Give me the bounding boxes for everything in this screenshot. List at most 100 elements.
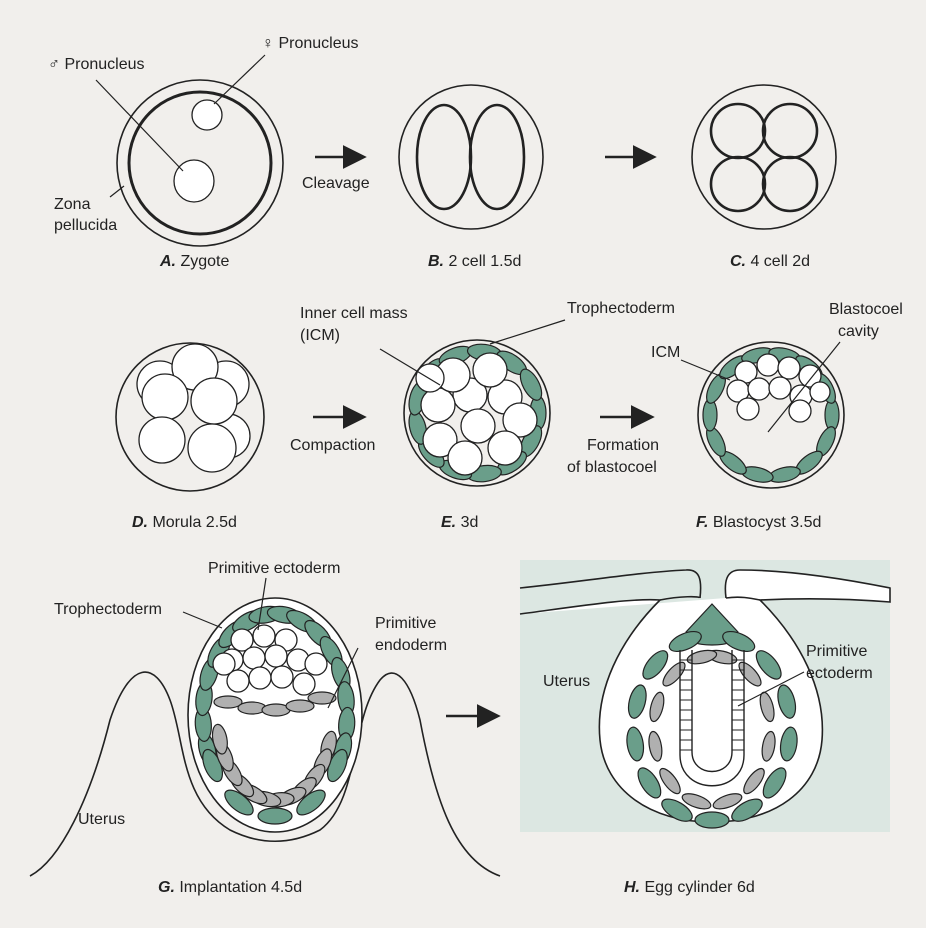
zona-label-2: pellucida bbox=[54, 217, 117, 234]
cell bbox=[264, 644, 288, 668]
panel-b-2-cell: B. 2 cell 1.5d bbox=[398, 84, 544, 270]
blastomere-c-3 bbox=[709, 155, 767, 213]
cell bbox=[762, 767, 787, 799]
uterine-wall-g bbox=[29, 671, 501, 877]
icm-label-e-2: (ICM) bbox=[300, 327, 340, 344]
blastomere-c-4 bbox=[761, 155, 819, 213]
cell bbox=[777, 684, 797, 719]
icm-label-f: ICM bbox=[651, 344, 680, 361]
cell bbox=[661, 798, 693, 822]
zona-b bbox=[398, 84, 544, 230]
cell bbox=[213, 695, 243, 709]
prim-endo-label-g-1: Primitive bbox=[375, 615, 436, 632]
panel-h-caption: H. Egg cylinder 6d bbox=[624, 879, 755, 896]
cell bbox=[779, 726, 798, 762]
panel-d-morula: D. Morula 2.5d bbox=[115, 342, 265, 531]
cell bbox=[722, 630, 756, 653]
zona-e bbox=[403, 339, 551, 487]
cell bbox=[211, 723, 228, 755]
cell bbox=[743, 767, 765, 795]
prim-ecto-label-g: Primitive ectoderm bbox=[208, 560, 340, 577]
prim-ecto-leader-h bbox=[737, 671, 805, 707]
blastocoel-label-1: Blastocoel bbox=[829, 301, 903, 318]
panel-a-zygote: ♂ Pronucleus ♀ Pronucleus Zona pellucida… bbox=[48, 35, 359, 270]
panel-e-3d: Inner cell mass (ICM) Trophectoderm E. 3… bbox=[300, 300, 675, 531]
panel-h-egg-cylinder: Uterus Primitive ectoderm H. Egg cylinde… bbox=[519, 560, 891, 896]
cell bbox=[257, 807, 293, 825]
cell bbox=[292, 672, 316, 696]
cell bbox=[230, 628, 254, 652]
icm-cells-g bbox=[212, 624, 337, 717]
cell bbox=[270, 665, 294, 689]
panel-f-blastocyst: ICM Blastocoel cavity F. Blastocyst 3.5d bbox=[651, 301, 903, 531]
prim-endo-label-g-2: endoderm bbox=[375, 637, 447, 654]
panel-c-caption: C. 4 cell 2d bbox=[730, 253, 810, 270]
panel-g-implantation: Primitive ectoderm Primitive endoderm Tr… bbox=[29, 560, 501, 896]
cell bbox=[731, 798, 763, 822]
egg-cylinder-layers bbox=[626, 630, 798, 829]
cell bbox=[307, 691, 337, 705]
cell bbox=[659, 767, 681, 795]
icm-leader-e bbox=[379, 348, 441, 386]
panel-g-caption: G. Implantation 4.5d bbox=[158, 879, 302, 896]
cleavage-transition: Cleavage bbox=[302, 145, 370, 192]
cell bbox=[627, 684, 647, 719]
prim-ecto-leader-g bbox=[257, 577, 267, 631]
zona-c bbox=[691, 84, 837, 230]
prim-endo-leader-g bbox=[327, 647, 359, 709]
compaction-label: Compaction bbox=[290, 437, 375, 454]
zona-leader bbox=[109, 185, 125, 198]
female-pronucleus-leader bbox=[213, 54, 266, 105]
male-pronucleus-label: ♂ Pronucleus bbox=[48, 56, 145, 73]
blastocoel-leader bbox=[767, 341, 841, 433]
cell bbox=[248, 666, 272, 690]
cell bbox=[648, 730, 663, 762]
zona-d bbox=[115, 342, 265, 492]
blastomere-b-2 bbox=[468, 103, 526, 211]
cell bbox=[642, 650, 669, 680]
trophectoderm-ring-f bbox=[702, 347, 840, 483]
male-pronucleus bbox=[173, 159, 215, 203]
cell bbox=[237, 701, 267, 715]
cell bbox=[519, 368, 543, 401]
panel-b-caption: B. 2 cell 1.5d bbox=[428, 253, 521, 270]
cell bbox=[761, 730, 776, 762]
uterus-label-h: Uterus bbox=[543, 673, 590, 690]
uterus-label-g: Uterus bbox=[78, 811, 125, 828]
cell bbox=[252, 624, 276, 648]
icm-label-e-1: Inner cell mass bbox=[300, 305, 408, 322]
zona-pellucida-outer bbox=[116, 79, 284, 247]
troph-label-e: Trophectoderm bbox=[567, 300, 675, 317]
panel-c-4-cell: C. 4 cell 2d bbox=[691, 84, 837, 270]
zona-f bbox=[697, 341, 845, 489]
cell bbox=[637, 767, 662, 799]
cleavage-label: Cleavage bbox=[302, 175, 370, 192]
female-pronucleus-label: ♀ Pronucleus bbox=[262, 35, 359, 52]
formation-label-1: Formation bbox=[587, 437, 659, 454]
formation-label-2: of blastocoel bbox=[567, 459, 657, 476]
troph-label-g: Trophectoderm bbox=[54, 601, 162, 618]
troph-leader-e bbox=[489, 319, 566, 345]
icm-leader-f bbox=[680, 359, 731, 381]
panel-a-caption: A. Zygote bbox=[159, 253, 229, 270]
cell bbox=[304, 652, 328, 676]
zona-label-1: Zona bbox=[54, 196, 91, 213]
female-pronucleus bbox=[191, 99, 223, 131]
panel-f-caption: F. Blastocyst 3.5d bbox=[696, 514, 821, 531]
prim-ecto-label-h-1: Primitive bbox=[806, 643, 867, 660]
cell bbox=[212, 652, 236, 676]
cell bbox=[242, 646, 266, 670]
male-pronucleus-leader bbox=[95, 79, 184, 172]
cell bbox=[285, 699, 315, 713]
zygote-membrane bbox=[127, 90, 273, 236]
cell bbox=[694, 811, 730, 829]
panel-e-caption: E. 3d bbox=[441, 514, 478, 531]
panel-d-caption: D. Morula 2.5d bbox=[132, 514, 237, 531]
blastocoel-label-2: cavity bbox=[838, 323, 879, 340]
prim-ecto-label-h-2: ectoderm bbox=[806, 665, 873, 682]
troph-leader-g bbox=[182, 611, 223, 629]
embryo-layers-g bbox=[194, 605, 356, 825]
cell bbox=[668, 630, 702, 653]
cell bbox=[712, 793, 743, 810]
compaction-transition: Compaction bbox=[290, 405, 375, 454]
